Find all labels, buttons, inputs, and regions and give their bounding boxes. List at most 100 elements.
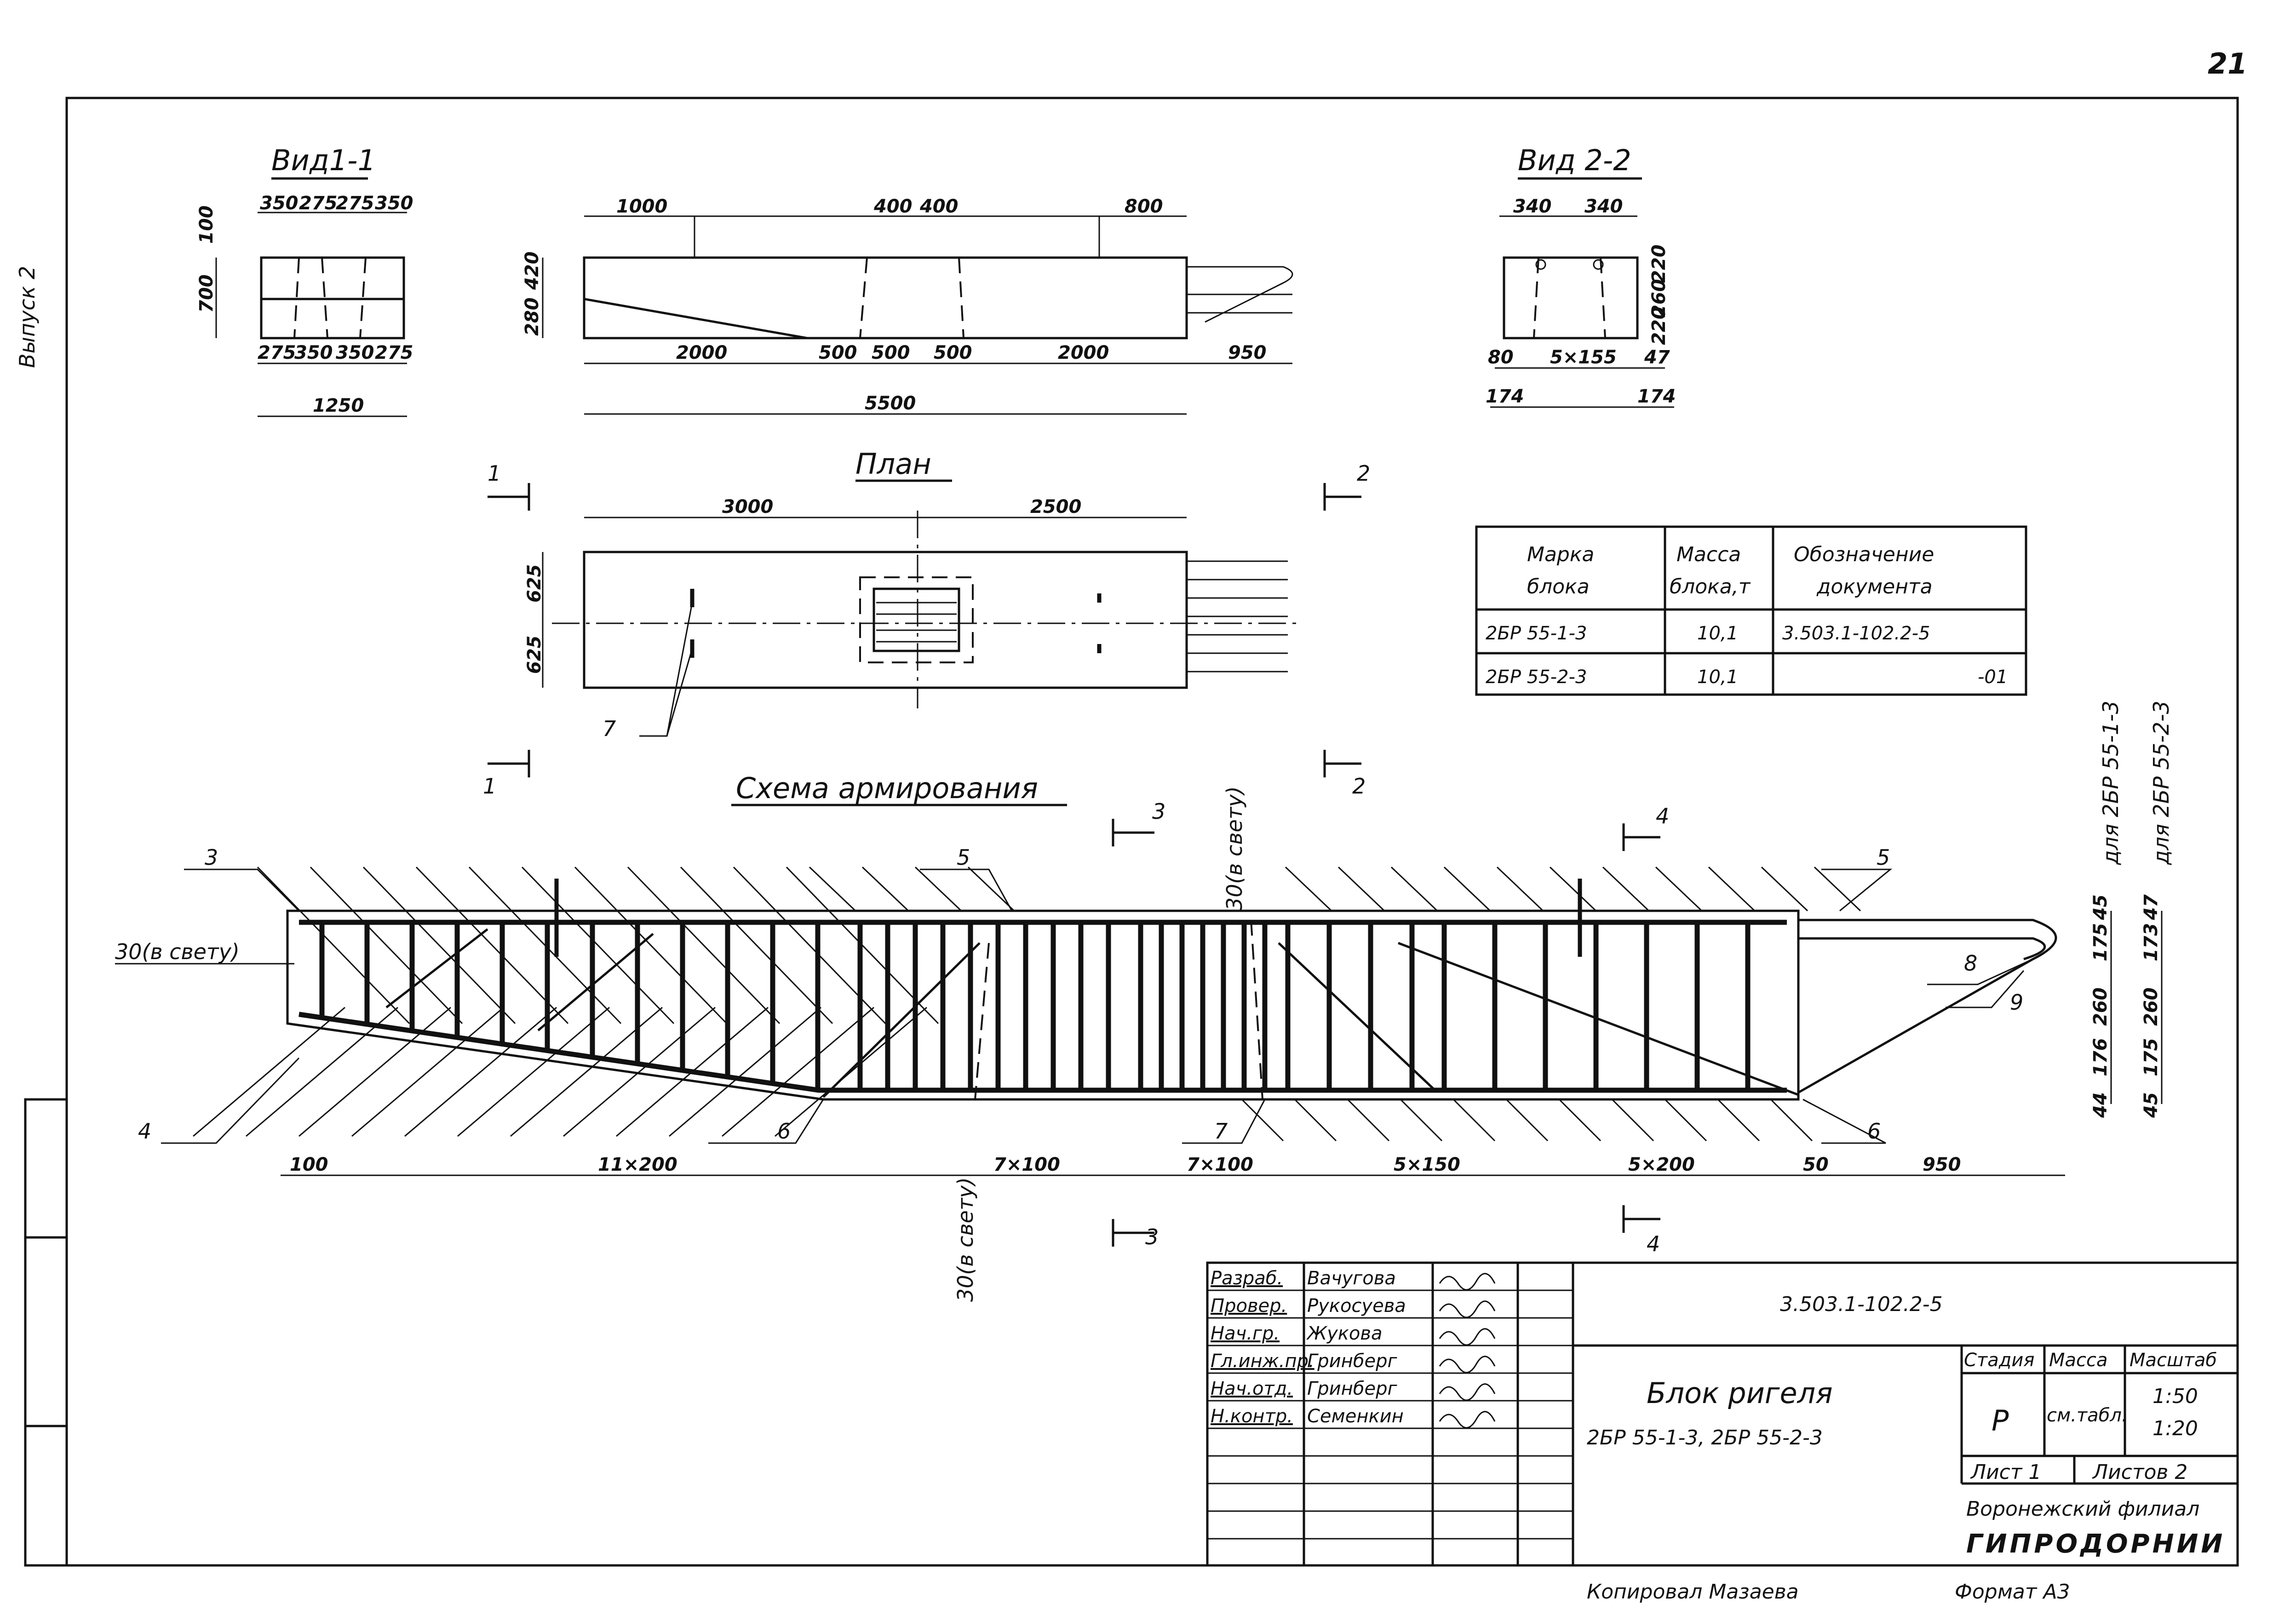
hatch-line <box>1664 1098 1707 1142</box>
view11-bottom-dim: 350 <box>336 342 374 363</box>
plan-left-dim: 625 <box>524 636 545 674</box>
table-header-mass: блока,т <box>1670 575 1751 598</box>
plan-callout-7: 7 <box>603 716 616 741</box>
table-cell: 10,1 <box>1697 667 1738 688</box>
view22-title: Вид 2-2 <box>1518 144 1631 177</box>
approver-role: Нач.отд. <box>1211 1378 1293 1399</box>
hatch-line <box>627 866 781 1024</box>
hatch-line <box>680 866 833 1024</box>
product-marks: 2БР 55-1-3, 2БР 55-2-3 <box>1587 1426 1823 1449</box>
plan-view: План 3000 2500 625 625 7 1 2 1 2 <box>483 447 1370 799</box>
org-name: Воронежский филиал <box>1966 1497 2199 1521</box>
hatch-line <box>521 866 675 1024</box>
sheet-format: Формат А3 <box>1955 1580 2070 1604</box>
view11-total: 1250 <box>313 395 364 416</box>
elev-total: 5500 <box>865 393 916 414</box>
rebar-right-dim-b: 45 <box>2141 1092 2162 1118</box>
rebar-right-dim-a: 175 <box>2090 923 2111 962</box>
elev-bottom-dim: 2000 <box>676 342 727 363</box>
section-mark-3: 3 <box>1145 1225 1159 1249</box>
view11-bottom-dim: 275 <box>258 342 296 363</box>
col-stage: Стадия <box>1964 1350 2034 1371</box>
hatch-line <box>1285 866 1332 912</box>
view22-bottom-dim: 47 <box>1644 347 1670 368</box>
rebar-right-dim-b: 260 <box>2141 988 2162 1026</box>
approver-name: Гринберг <box>1307 1378 1397 1399</box>
hatch-line <box>1400 1098 1443 1142</box>
table-cell: 3.503.1-102.2-5 <box>1782 623 1930 644</box>
signature-mark <box>1439 1356 1496 1374</box>
view22-bottom-dim2: 174 <box>1486 386 1524 407</box>
section-mark-2: 2 <box>1357 461 1370 486</box>
hatch-line <box>351 1006 504 1137</box>
rebar-right-dim-a: 260 <box>2090 988 2111 1026</box>
view22-right-dim: 220 <box>1648 245 1670 283</box>
hatch-line <box>415 866 569 1024</box>
signature-mark <box>1439 1328 1496 1346</box>
view11-top-dim: 275 <box>336 193 374 214</box>
copied-by: Копировал Мазаева <box>1587 1580 1799 1604</box>
hatch-line <box>457 1006 610 1137</box>
view22-top-dim: 340 <box>1584 196 1623 217</box>
elev-top-dim: 400 <box>873 196 913 217</box>
side-strip <box>24 1098 68 1567</box>
table-header-mark: блока <box>1527 575 1590 598</box>
title-block: Разраб.Провер.Нач.гр.Гл.инж.пр.Нач.отд.Н… <box>1206 1261 2239 1567</box>
signature-mark <box>1439 1383 1496 1401</box>
right-note-b: для 2БР 55-2-3 <box>2149 701 2174 865</box>
rebar-right-dim-a: 44 <box>2090 1092 2111 1118</box>
rebar-bottom-dim: 50 <box>1803 1154 1829 1175</box>
view11-top-dim: 275 <box>299 193 338 214</box>
rebar-bottom-dim: 950 <box>1923 1154 1961 1175</box>
bar-callout-4: 4 <box>138 1119 151 1144</box>
approver-role: Гл.инж.пр. <box>1211 1351 1314 1372</box>
hatch-line <box>1655 866 1703 912</box>
view11-title: Вид1-1 <box>271 144 376 177</box>
approver-role: Нач.гр. <box>1211 1323 1280 1344</box>
bar-callout-6: 6 <box>1867 1119 1881 1144</box>
sheet-count: Листов 2 <box>2092 1461 2187 1484</box>
hatch-line <box>1708 866 1756 912</box>
hatch-line <box>1814 866 1861 912</box>
hatch-line <box>914 866 962 912</box>
hatch-line <box>1496 866 1544 912</box>
view-2-2: Вид 2-2 340 340 220 260 220 80 5×155 47 … <box>1486 144 1676 408</box>
product-name: Блок ригеля <box>1647 1376 1833 1410</box>
section-mark-1: 1 <box>488 461 501 486</box>
signature-mark <box>1439 1273 1496 1291</box>
page-number: 21 <box>2208 47 2247 81</box>
section-mark-4: 4 <box>1656 804 1669 828</box>
elev-top-dim: 800 <box>1125 196 1163 217</box>
view22-right-dim: 220 <box>1648 307 1670 345</box>
section-mark-4: 4 <box>1647 1231 1660 1256</box>
hatch-line <box>1505 1098 1549 1142</box>
bar-callout-5: 5 <box>957 845 970 870</box>
rebar-bottom-dim: 5×150 <box>1394 1154 1460 1175</box>
hatch-line <box>246 1006 398 1137</box>
rebar-bottom-dim: 7×100 <box>993 1154 1060 1175</box>
approver-role: Провер. <box>1211 1295 1287 1317</box>
hatch-line <box>1443 866 1491 912</box>
view22-right-dim: 260 <box>1648 279 1670 318</box>
scale-value: 1:50 <box>2152 1385 2198 1408</box>
rebar-bottom-dim: 100 <box>290 1154 328 1175</box>
col-scale: Масштаб <box>2130 1350 2217 1371</box>
view11-top-dim: 350 <box>260 193 298 214</box>
hatch-line <box>1717 1098 1760 1142</box>
hatch-line <box>1241 1098 1284 1142</box>
clear-cover-top: 30(в свету) <box>1222 786 1247 911</box>
title-block-people: Разраб.Провер.Нач.гр.Гл.инж.пр.Нач.отд.Н… <box>1211 1268 1496 1429</box>
rebar-right-dim-a: 45 <box>2090 894 2111 920</box>
clear-cover-bottom: 30(в свету) <box>953 1177 978 1302</box>
hatch-line <box>574 866 728 1024</box>
approver-name: Жукова <box>1306 1323 1382 1344</box>
hatch-line <box>1558 1098 1601 1142</box>
rebar-bottom-dim: 5×200 <box>1628 1154 1695 1175</box>
hatch-line <box>1602 866 1650 912</box>
section-mark-1: 1 <box>483 774 496 799</box>
elev-bottom-dim: 950 <box>1228 342 1267 363</box>
elev-left-dim: 420 <box>522 252 543 291</box>
elev-bottom-dim: 500 <box>872 342 910 363</box>
table-header-doc: документа <box>1816 575 1933 598</box>
